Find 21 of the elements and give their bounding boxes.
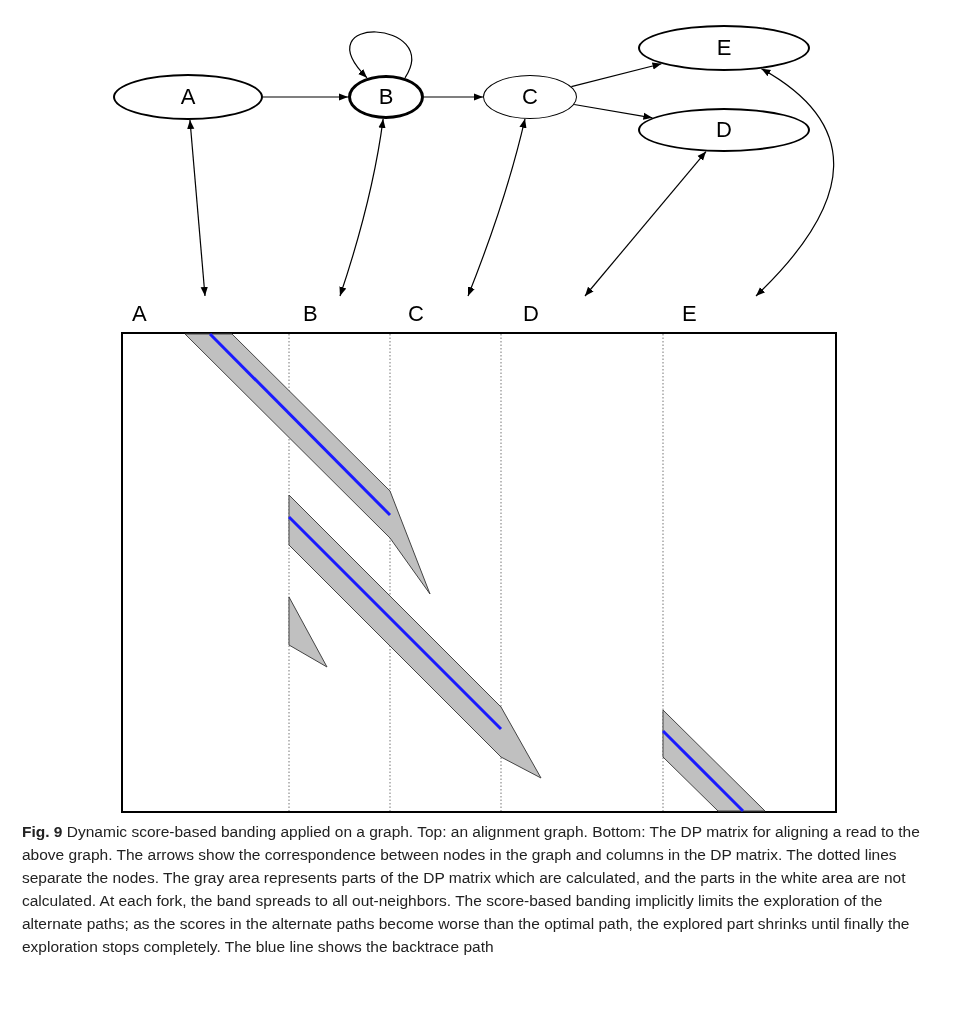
figure-caption: Fig. 9 Dynamic score-based banding applied on a graph. Top: an alignment graph. Bottom: The DP matrix for aligning a read to the above graph. The arrows show the correspondence between nodes in the graph and columns in the DP matrix. The dotted lines separate the nodes. The gray area represents parts of the DP matrix which are calculated, and the parts in the white area are not calculated. At each fork, the band spreads to all out-neighbors. The score-based banding implicitly limits the exploration of the alternate paths; as the scores in the alternate paths become worse than the optimal path, the explored part shrinks until finally the exploration stops completely. The blue line shows the backtrace path	[22, 822, 921, 957]
column-label: E	[682, 296, 762, 326]
arrow	[573, 103, 653, 120]
arrow	[339, 118, 386, 297]
graph-node-ellipse: C	[483, 75, 577, 119]
graph-node-ellipse: B	[348, 75, 424, 119]
graph-node-ellipse: A	[113, 74, 263, 120]
graph-node-ellipse: E	[638, 25, 810, 71]
arrow	[187, 119, 208, 297]
arrow	[570, 62, 663, 88]
column-label: B	[303, 296, 347, 326]
column-label: D	[523, 296, 591, 326]
graph-node-ellipse: D	[638, 108, 810, 152]
arrow	[423, 93, 484, 101]
arrow	[349, 31, 412, 79]
arrow	[584, 150, 707, 297]
column-label: C	[408, 296, 474, 326]
arrow	[467, 118, 527, 297]
arrow	[262, 93, 349, 101]
arrow	[755, 68, 835, 297]
column-label: A	[132, 296, 212, 326]
